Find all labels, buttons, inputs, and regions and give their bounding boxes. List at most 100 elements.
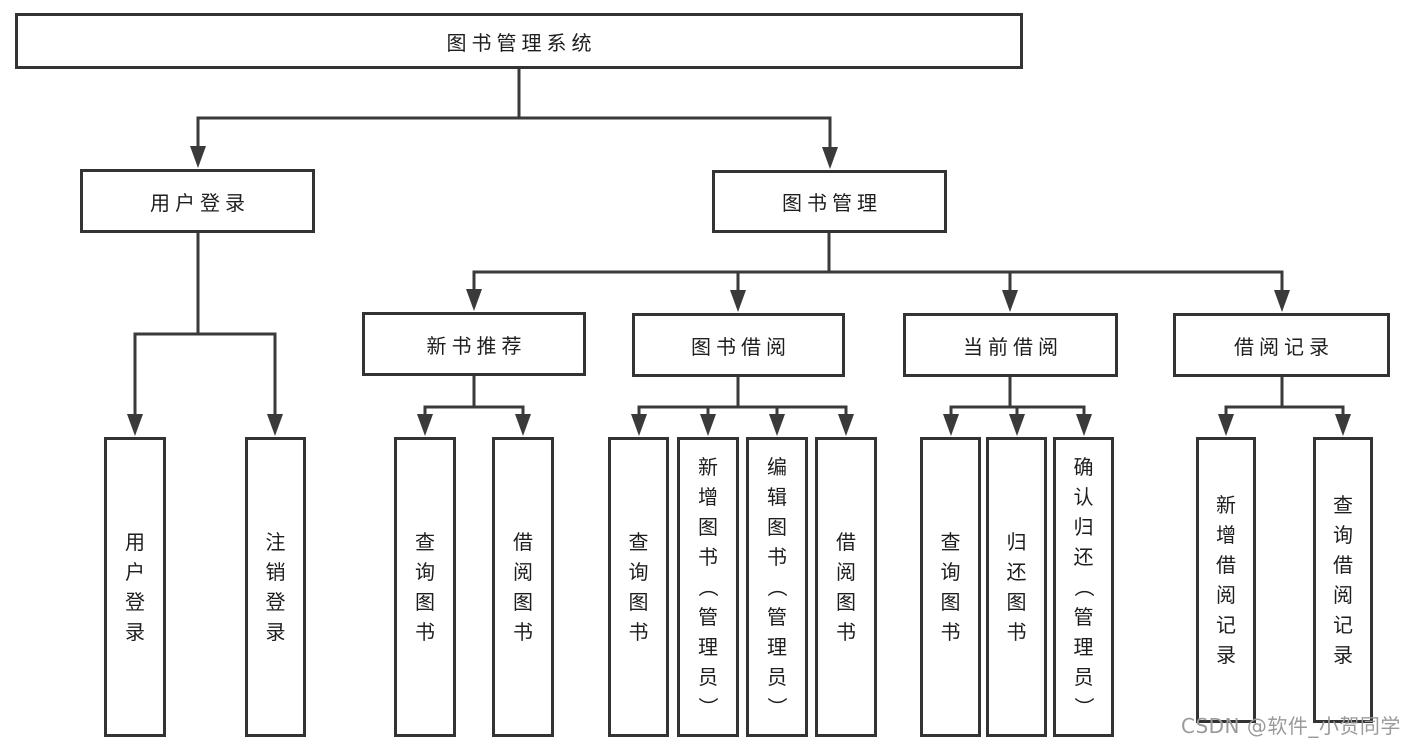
glyph: ） xyxy=(696,697,720,717)
glyph: （ xyxy=(765,577,789,597)
glyph: 新 xyxy=(1216,493,1236,517)
arrowhead-down-icon xyxy=(822,147,838,169)
node-label: 借阅记录 xyxy=(1234,334,1334,359)
glyph: （ xyxy=(1071,577,1096,597)
glyph: 查 xyxy=(415,530,435,554)
arrowhead-down-icon xyxy=(1009,414,1025,436)
glyph: 图 xyxy=(1006,590,1027,614)
arrowhead-down-icon xyxy=(515,414,531,436)
arrowhead-down-icon xyxy=(417,414,433,436)
glyph: 理 xyxy=(767,635,787,659)
glyph: 理 xyxy=(1073,635,1094,659)
node-cb-confirm-return: 确认归还（管理员） xyxy=(1053,437,1114,737)
glyph: 查 xyxy=(628,530,649,554)
glyph: 员 xyxy=(698,665,718,689)
glyph: 注 xyxy=(265,530,286,554)
glyph: 借 xyxy=(513,530,533,554)
glyph: 图 xyxy=(513,590,533,614)
glyph: 还 xyxy=(1006,560,1027,584)
glyph: 归 xyxy=(1006,530,1027,554)
glyph: 确 xyxy=(1073,455,1094,479)
glyph: 理 xyxy=(698,635,718,659)
node-label: 新书推荐 xyxy=(426,333,527,358)
glyph: 归 xyxy=(1073,515,1094,539)
node-bb-query-book: 查询图书 xyxy=(608,437,669,737)
glyph: 图 xyxy=(698,515,718,539)
glyph: 图 xyxy=(767,515,787,539)
node-label: 用户登录 xyxy=(150,190,250,215)
glyph: 书 xyxy=(415,620,435,644)
arrowhead-down-icon xyxy=(267,414,283,436)
glyph: 书 xyxy=(628,620,649,644)
glyph: 辑 xyxy=(767,485,787,509)
arrowhead-down-icon xyxy=(1335,414,1351,436)
node-label: 当前借阅 xyxy=(963,334,1063,359)
node-nb-query-book: 查询图书 xyxy=(394,437,456,737)
node-label: 图书借阅 xyxy=(691,334,791,359)
node-br-query-record: 查询借阅记录 xyxy=(1313,437,1373,723)
glyph: 记 xyxy=(1333,613,1353,637)
node-label: 注销登录 xyxy=(264,527,288,647)
glyph: 用 xyxy=(125,530,145,554)
glyph: 户 xyxy=(125,560,145,584)
glyph: 图 xyxy=(836,590,856,614)
glyph: 询 xyxy=(1333,523,1353,547)
arrowhead-down-icon xyxy=(1274,290,1290,312)
glyph: 阅 xyxy=(1216,583,1236,607)
glyph: 借 xyxy=(836,530,856,554)
glyph: 新 xyxy=(698,455,718,479)
node-label: 图书管理 xyxy=(782,191,882,215)
node-label: 查询图书 xyxy=(413,527,437,647)
glyph: 书 xyxy=(1006,620,1027,644)
glyph: 销 xyxy=(265,560,286,584)
glyph: 管 xyxy=(767,605,787,629)
glyph: （ xyxy=(696,577,720,597)
glyph: 登 xyxy=(265,590,286,614)
node-root: 图书管理系统 xyxy=(15,13,1023,69)
arrowhead-down-icon xyxy=(127,414,143,436)
arrowhead-down-icon xyxy=(631,414,647,436)
node-book-borrow: 图书借阅 xyxy=(632,313,845,377)
glyph: 借 xyxy=(1216,553,1236,577)
glyph: 阅 xyxy=(1333,583,1353,607)
node-bb-edit-book: 编辑图书（管理员） xyxy=(746,437,808,737)
arrowhead-down-icon xyxy=(1076,414,1092,436)
glyph: 员 xyxy=(767,665,787,689)
arrowhead-down-icon xyxy=(730,290,746,312)
glyph: 录 xyxy=(125,620,145,644)
glyph: 记 xyxy=(1216,613,1236,637)
glyph: 书 xyxy=(836,620,856,644)
glyph: 录 xyxy=(1333,643,1353,667)
node-label: 借阅图书 xyxy=(511,527,535,647)
glyph: 询 xyxy=(940,560,961,584)
arrowhead-down-icon xyxy=(466,289,482,311)
node-label: 归还图书 xyxy=(1005,527,1029,647)
glyph: 图 xyxy=(940,590,961,614)
node-label: 借阅图书 xyxy=(834,527,858,647)
glyph: 录 xyxy=(265,620,286,644)
node-label: 图书管理系统 xyxy=(446,30,597,55)
node-nb-borrow-book: 借阅图书 xyxy=(492,437,554,737)
node-logout: 注销登录 xyxy=(245,437,306,737)
watermark: CSDN @软件_小贺同学 xyxy=(1181,714,1401,738)
glyph: ） xyxy=(1071,697,1096,717)
arrowhead-down-icon xyxy=(838,414,854,436)
glyph: 书 xyxy=(940,620,961,644)
node-bb-add-book: 新增图书（管理员） xyxy=(677,437,739,737)
glyph: 编 xyxy=(767,455,787,479)
arrowhead-down-icon xyxy=(1218,414,1234,436)
glyph: 阅 xyxy=(836,560,856,584)
glyph: 增 xyxy=(1216,523,1236,547)
node-new-book-rec: 新书推荐 xyxy=(362,312,586,376)
glyph: 询 xyxy=(628,560,649,584)
arrowhead-down-icon xyxy=(769,414,785,436)
glyph: 录 xyxy=(1216,643,1236,667)
glyph: 查 xyxy=(1333,493,1353,517)
glyph: 查 xyxy=(940,530,961,554)
arrowhead-down-icon xyxy=(190,146,206,168)
glyph: 图 xyxy=(628,590,649,614)
glyph: ） xyxy=(765,697,789,717)
node-label: 用户登录 xyxy=(123,527,147,647)
node-br-add-record: 新增借阅记录 xyxy=(1196,437,1256,723)
glyph: 员 xyxy=(1073,665,1094,689)
